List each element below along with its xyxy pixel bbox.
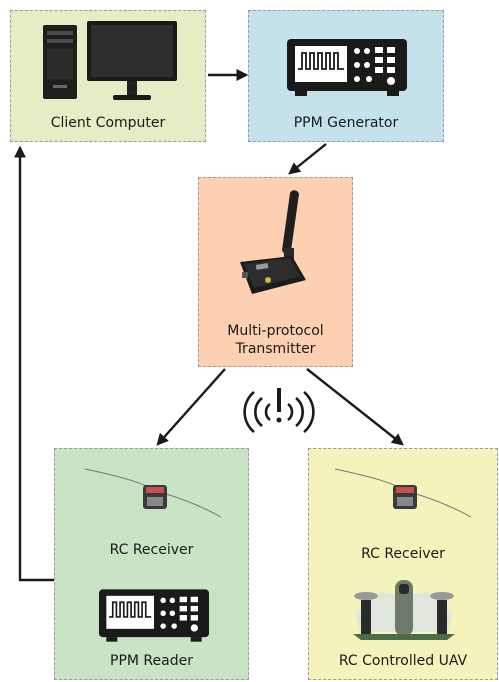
transmitter-module-icon [240, 190, 306, 294]
ppm-reader-label: PPM Reader [110, 653, 193, 669]
right-rc-receiver-label: RC Receiver [361, 546, 445, 562]
left-group-node: RC Receiver PPM Reader [54, 448, 249, 680]
client-computer-node: Client Computer [10, 10, 206, 142]
transmitter-label-line-1: Multi-protocol [227, 323, 324, 339]
wireless-signal-icon [243, 388, 315, 433]
vtol-uav-icon [353, 580, 455, 640]
right-group-node: RC Receiver RC Controlled UAV [308, 448, 498, 680]
edge-transmitter-to-right-receiver [306, 368, 404, 446]
edge-generator-to-transmitter [288, 143, 327, 175]
ppm-generator-label: PPM Generator [293, 115, 399, 131]
left-rc-receiver-label: RC Receiver [109, 542, 194, 558]
rc-receiver-icon [334, 468, 472, 518]
client-computer-label: Client Computer [50, 115, 166, 131]
desktop-computer-icon [43, 21, 177, 100]
transmitter-node: Multi-protocol Transmitter [198, 177, 353, 367]
rc-receiver-icon [84, 468, 222, 518]
oscilloscope-icon [287, 39, 407, 96]
edge-reader-to-client [14, 145, 54, 582]
oscilloscope-icon [99, 589, 209, 642]
transmitter-label-line-2: Transmitter [235, 341, 316, 357]
edge-transmitter-to-left-receiver [156, 368, 226, 446]
ppm-generator-node: PPM Generator [248, 10, 444, 142]
uav-label: RC Controlled UAV [338, 653, 468, 669]
